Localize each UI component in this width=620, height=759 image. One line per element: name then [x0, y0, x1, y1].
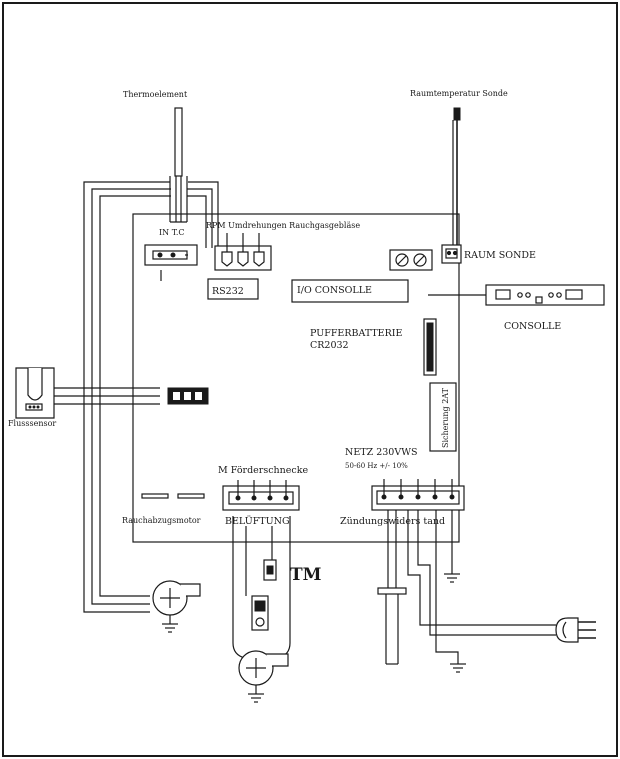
- sicherung-label: Sicherung 2AT: [441, 387, 450, 448]
- flusssensor-wires: [54, 387, 160, 405]
- rauchabzugsmotor-terminals: [141, 493, 205, 499]
- raum-sonde-label: RAUM SONDE: [464, 250, 536, 261]
- io-consolle-label: I/O CONSOLLE: [297, 285, 372, 296]
- screw-terminal: [389, 249, 433, 271]
- rs232-box: [207, 278, 259, 300]
- netz-wires: [407, 510, 556, 673]
- in-tc-label: IN T.C: [159, 228, 185, 237]
- in-tc-connector: [144, 244, 198, 266]
- raum-sonde-connector: [441, 244, 462, 264]
- thermoelement-label: Thermoelement: [123, 90, 188, 99]
- netz-freq-label: 50-60 Hz +/- 10%: [345, 462, 408, 470]
- belueftung-pipe: [232, 516, 291, 659]
- flow-connector: [167, 387, 209, 405]
- consolle-label: CONSOLLE: [504, 321, 561, 332]
- io-consolle-box: [291, 279, 409, 303]
- rauchabzugsmotor-label: Rauchabzugsmotor: [122, 516, 201, 525]
- control-board: [132, 213, 460, 543]
- belueftung-label: BELÜFTUNG: [225, 515, 290, 527]
- tm-label: TM: [290, 565, 322, 585]
- raum-sonde-probe: [452, 107, 461, 245]
- netz-connector: [371, 479, 465, 511]
- thermoelement-probe: [174, 107, 183, 222]
- raumtemperatur-sonde-label: Raumtemperatur Sonde: [410, 89, 508, 98]
- rauchabzug-fan: [152, 580, 201, 633]
- consolle-module: [485, 284, 605, 306]
- cr2032-label: CR2032: [310, 340, 349, 351]
- foerderschnecke-connector: [222, 480, 300, 511]
- netz-label: NETZ 230VWS: [345, 447, 417, 458]
- flusssensor: [15, 367, 55, 419]
- power-plug: [555, 617, 596, 643]
- flusssensor-label: Flusssensor: [8, 419, 56, 428]
- board-ground: [444, 510, 460, 583]
- pufferbatterie-label: PUFFERBATTERIE: [310, 328, 403, 339]
- rpm-label: RPM Umdrehungen Rauchgasgebläse: [206, 221, 360, 230]
- rs232-label: RS232: [212, 286, 244, 297]
- m-foerderschnecke-label: M Förderschnecke: [218, 465, 308, 476]
- zuendung-resistor: [377, 510, 407, 665]
- fuse: Sicherung 2AT: [429, 382, 457, 452]
- battery-holder: [423, 318, 437, 376]
- belueftung-fan: [238, 650, 289, 703]
- rpm-connector: [214, 233, 272, 271]
- zuendungswiderstand-label: Zündungswiders tand: [340, 516, 445, 527]
